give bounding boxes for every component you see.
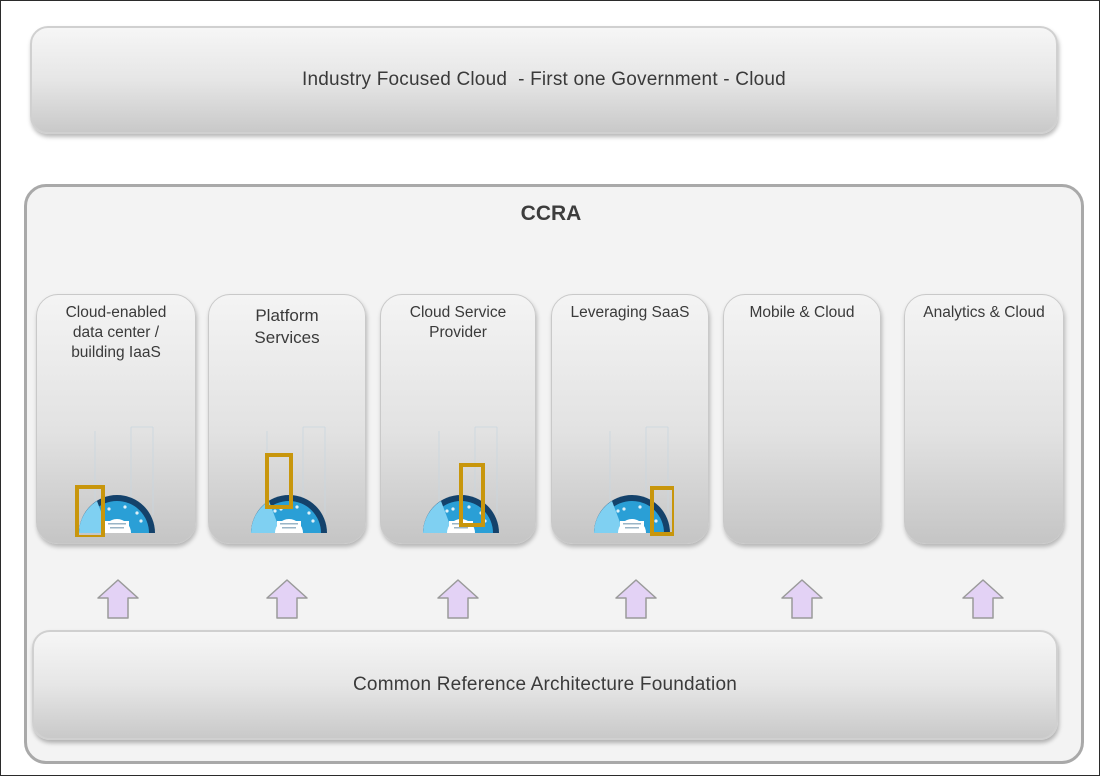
card-label-line: Cloud-enabled	[65, 304, 167, 321]
card-label-line: building IaaS	[71, 344, 161, 361]
up-arrow-icon	[962, 579, 1004, 619]
card-label: Mobile & Cloud	[728, 303, 876, 323]
card-cloud-enabled-data-center: Cloud-enabled data center / building Iaa…	[36, 294, 196, 544]
card-label: Analytics & Cloud	[909, 303, 1059, 323]
card-analytics-cloud: Analytics & Cloud	[904, 294, 1064, 544]
ccra-title: CCRA	[520, 202, 582, 225]
up-arrow-icon	[97, 579, 139, 619]
architecture-diagram-thumbnail	[594, 426, 674, 536]
card-label-line: Mobile & Cloud	[749, 304, 855, 321]
industry-cloud-bar: Industry Focused Cloud - First one Gover…	[30, 26, 1058, 134]
card-leveraging-saas: Leveraging SaaS	[551, 294, 709, 544]
card-label-line: Services	[254, 328, 320, 347]
industry-cloud-title: Industry Focused Cloud - First one Gover…	[302, 69, 786, 90]
card-label-line: Cloud Service	[409, 304, 507, 321]
card-cloud-service-provider: Cloud Service Provider	[380, 294, 536, 544]
foundation-bar: Common Reference Architecture Foundation	[32, 630, 1058, 740]
card-label: Platform Services	[213, 305, 361, 349]
architecture-diagram-thumbnail	[75, 426, 155, 537]
up-arrow-icon	[266, 579, 308, 619]
card-label: Cloud Service Provider	[385, 303, 531, 343]
up-arrow-icon	[615, 579, 657, 619]
foundation-title: Common Reference Architecture Foundation	[353, 674, 737, 695]
card-label-line: Platform	[255, 306, 319, 325]
architecture-diagram-thumbnail	[251, 426, 327, 533]
card-platform-services: Platform Services	[208, 294, 366, 544]
card-label-line: Leveraging SaaS	[570, 304, 690, 321]
card-mobile-cloud: Mobile & Cloud	[723, 294, 881, 544]
card-label-line: Analytics & Cloud	[923, 304, 1045, 321]
card-label-line: data center /	[72, 324, 160, 341]
card-label: Cloud-enabled data center / building Iaa…	[41, 303, 191, 363]
up-arrow-icon	[437, 579, 479, 619]
card-label-line: Provider	[429, 324, 487, 341]
card-label: Leveraging SaaS	[556, 303, 704, 323]
architecture-diagram-thumbnail	[423, 426, 499, 533]
up-arrow-icon	[781, 579, 823, 619]
